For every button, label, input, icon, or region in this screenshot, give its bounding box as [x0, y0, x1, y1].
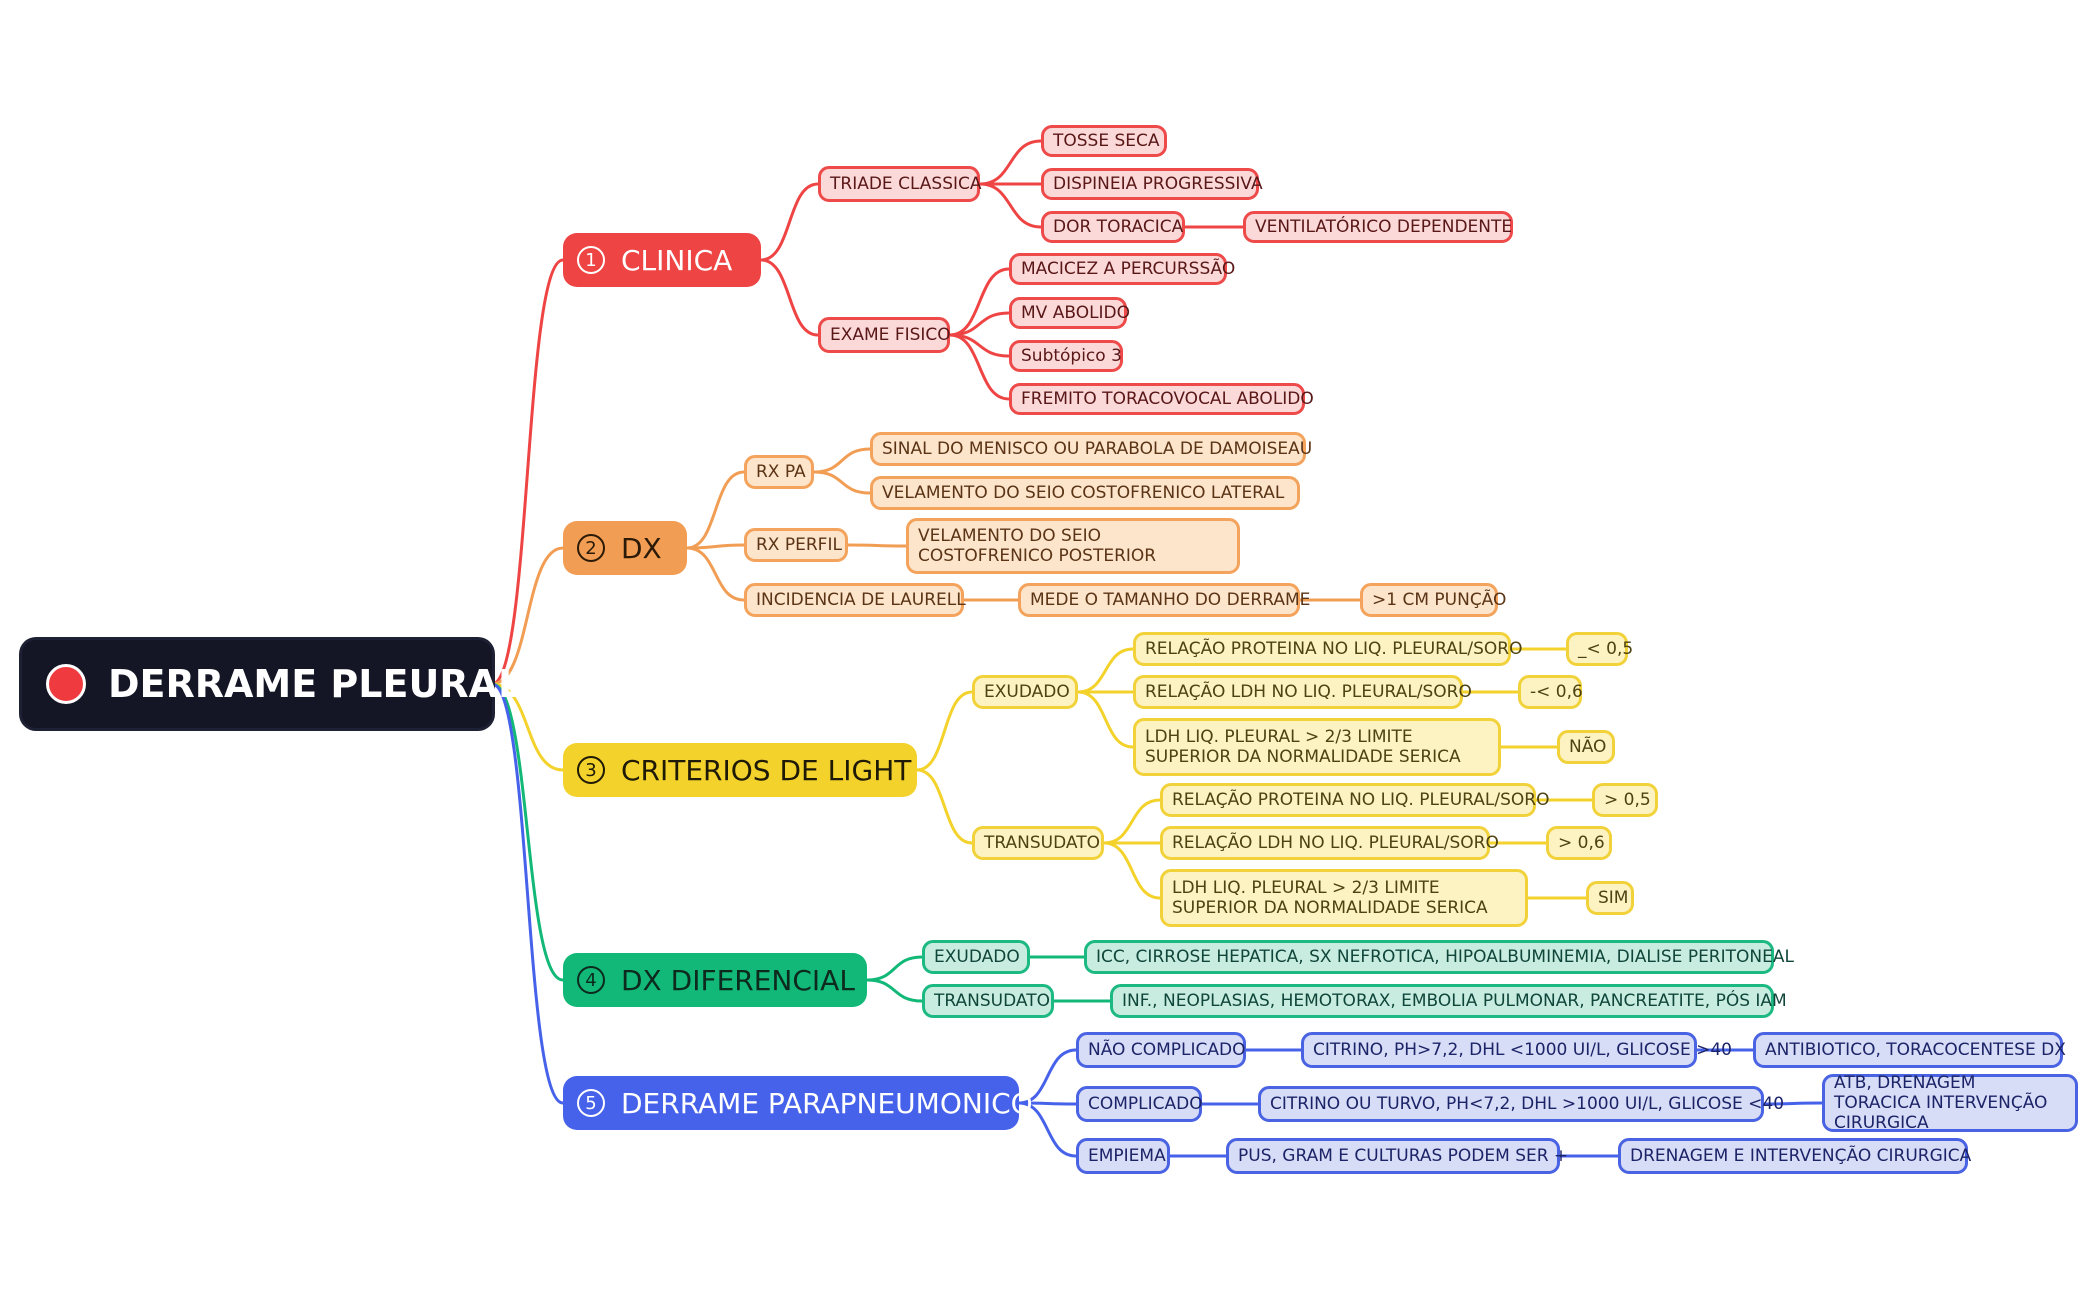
branch-dx-diferencial[interactable]: 4 DX DIFERENCIAL [563, 953, 867, 1007]
node-nao-complicado[interactable]: NÃO COMPLICADO [1076, 1032, 1246, 1068]
branch-label: CLINICA [621, 243, 733, 277]
branch-label: CRITERIOS DE LIGHT [621, 753, 912, 787]
connector-branch-derrame-parapneumonico-node-empiema [1017, 1101, 1078, 1158]
connector-node-complicado-desc-node-complicado-tx [1762, 1101, 1824, 1106]
branch-label: DERRAME PARAPNEUMONICO [621, 1086, 1033, 1120]
connector-node-rx-pa-node-sinal-menisco [812, 447, 872, 474]
node-tr-proteina-valor[interactable]: > 0,5 [1592, 783, 1658, 817]
node-velamento-lateral[interactable]: VELAMENTO DO SEIO COSTOFRENICO LATERAL [870, 476, 1300, 510]
connector-branch-dx-node-incidencia-laurell [685, 546, 746, 602]
node-puncao[interactable]: >1 CM PUNÇÃO [1360, 583, 1506, 617]
node-light-exudado[interactable]: EXUDADO [972, 675, 1078, 709]
root-node[interactable]: DERRAME PLEURAL [22, 640, 522, 728]
node-mv-abolido[interactable]: MV ABOLIDO [1009, 297, 1130, 329]
connector-node-triade-classica-node-dor-toracica [978, 182, 1043, 229]
number-badge: 3 [577, 756, 605, 784]
branch-criterios-light[interactable]: 3 CRITERIOS DE LIGHT [563, 743, 917, 797]
connector-node-light-exudado-node-ex-ldh-limite [1076, 690, 1135, 749]
node-empiema-desc[interactable]: PUS, GRAM E CULTURAS PODEM SER + [1226, 1138, 1568, 1174]
node-tosse-seca[interactable]: TOSSE SECA [1041, 125, 1167, 157]
node-nao-complicado-desc[interactable]: CITRINO, PH>7,2, DHL <1000 UI/L, GLICOSE… [1301, 1032, 1732, 1068]
branch-clinica[interactable]: 1 CLINICA [563, 233, 761, 287]
connector-node-light-transudato-node-tr-proteina [1102, 798, 1162, 845]
root-label: DERRAME PLEURAL [108, 662, 523, 706]
node-subtopico-3[interactable]: Subtópico 3 [1009, 340, 1123, 372]
node-mede-tamanho[interactable]: MEDE O TAMANHO DO DERRAME [1018, 583, 1310, 617]
record-dot-icon [46, 664, 86, 704]
node-tr-ldh-valor[interactable]: > 0,6 [1546, 826, 1612, 860]
node-tr-ldh-limite[interactable]: LDH LIQ. PLEURAL > 2/3 LIMITE SUPERIOR D… [1160, 869, 1528, 927]
connector-branch-dx-diferencial-node-dd-exudado [865, 955, 924, 982]
node-incidencia-laurell[interactable]: INCIDENCIA DE LAURELL [744, 583, 966, 617]
connector-root-node-branch-dx [490, 546, 565, 686]
branch-label: DX [621, 531, 662, 565]
branch-label: DX DIFERENCIAL [621, 963, 855, 997]
node-ex-ldh-valor[interactable]: -< 0,6 [1518, 675, 1583, 709]
connector-branch-dx-node-rx-pa [685, 470, 746, 550]
connector-root-node-branch-derrame-parapneumonico [490, 682, 565, 1105]
node-complicado-tx[interactable]: ATB, DRENAGEM TORACICA INTERVENÇÃO CIRUR… [1822, 1073, 2078, 1133]
node-dd-transudato-causas[interactable]: INF., NEOPLASIAS, HEMOTORAX, EMBOLIA PUL… [1110, 984, 1787, 1018]
node-triade-classica[interactable]: TRIADE CLASSICA [818, 166, 982, 202]
node-complicado[interactable]: COMPLICADO [1076, 1086, 1203, 1122]
node-rx-pa[interactable]: RX PA [744, 455, 814, 489]
connector-branch-derrame-parapneumonico-node-nao-complicado [1017, 1048, 1078, 1105]
connector-root-node-branch-dx-diferencial [490, 682, 565, 982]
connector-branch-clinica-node-triade-classica [759, 182, 820, 262]
node-empiema[interactable]: EMPIEMA [1076, 1138, 1170, 1174]
node-tr-proteina[interactable]: RELAÇÃO PROTEINA NO LIQ. PLEURAL/SORO [1160, 783, 1549, 817]
number-badge: 2 [577, 534, 605, 562]
node-empiema-tx[interactable]: DRENAGEM E INTERVENÇÃO CIRURGICA [1618, 1138, 1971, 1174]
connector-node-light-transudato-node-tr-ldh-limite [1102, 841, 1162, 900]
node-ex-proteina[interactable]: RELAÇÃO PROTEINA NO LIQ. PLEURAL/SORO [1133, 632, 1522, 666]
node-macicez[interactable]: MACICEZ A PERCURSSÃO [1009, 253, 1235, 285]
branch-dx[interactable]: 2 DX [563, 521, 687, 575]
node-sinal-menisco[interactable]: SINAL DO MENISCO OU PARABOLA DE DAMOISEA… [870, 432, 1312, 466]
node-dor-toracica[interactable]: DOR TORACICA [1041, 211, 1185, 243]
number-badge: 1 [577, 246, 605, 274]
connector-node-triade-classica-node-tosse-seca [978, 139, 1043, 186]
node-dd-exudado[interactable]: EXUDADO [922, 940, 1030, 974]
node-velamento-posterior[interactable]: VELAMENTO DO SEIO COSTOFRENICO POSTERIOR [906, 518, 1240, 574]
node-ex-ldh-limite[interactable]: LDH LIQ. PLEURAL > 2/3 LIMITE SUPERIOR D… [1133, 718, 1501, 776]
connector-branch-criterios-light-node-light-exudado [915, 690, 974, 772]
node-ex-proteina-valor[interactable]: _< 0,5 [1566, 632, 1633, 666]
number-badge: 4 [577, 966, 605, 994]
node-light-transudato[interactable]: TRANSUDATO [972, 826, 1104, 860]
connector-node-exame-fisico-node-macicez [948, 267, 1011, 337]
number-badge: 5 [577, 1089, 605, 1117]
connector-root-node-branch-criterios-light [490, 682, 565, 772]
connector-node-rx-pa-node-velamento-lateral [812, 470, 872, 495]
branch-derrame-parapneumonico[interactable]: 5 DERRAME PARAPNEUMONICO [563, 1076, 1033, 1130]
node-tr-ldh-limite-valor[interactable]: SIM [1586, 881, 1634, 915]
node-tr-ldh[interactable]: RELAÇÃO LDH NO LIQ. PLEURAL/SORO [1160, 826, 1499, 860]
node-dispineia-progressiva[interactable]: DISPINEIA PROGRESSIVA [1041, 168, 1263, 200]
connector-node-rx-perfil-node-velamento-posterior [846, 543, 908, 548]
node-ex-ldh-limite-valor[interactable]: NÃO [1557, 730, 1615, 764]
connector-node-light-exudado-node-ex-proteina [1076, 647, 1135, 694]
node-ex-ldh[interactable]: RELAÇÃO LDH NO LIQ. PLEURAL/SORO [1133, 675, 1472, 709]
node-dd-transudato[interactable]: TRANSUDATO [922, 984, 1054, 1018]
connector-branch-dx-diferencial-node-dd-transudato [865, 978, 924, 1003]
connector-branch-clinica-node-exame-fisico [759, 258, 820, 337]
node-exame-fisico[interactable]: EXAME FISICO [818, 317, 951, 353]
node-complicado-desc[interactable]: CITRINO OU TURVO, PH<7,2, DHL >1000 UI/L… [1258, 1086, 1784, 1122]
node-dd-exudado-causas[interactable]: ICC, CIRROSE HEPATICA, SX NEFROTICA, HIP… [1084, 940, 1794, 974]
node-rx-perfil[interactable]: RX PERFIL [744, 528, 848, 562]
connector-branch-criterios-light-node-light-transudato [915, 768, 974, 845]
node-ventilatorico-dependente[interactable]: VENTILATÓRICO DEPENDENTE [1243, 211, 1513, 243]
node-nao-complicado-tx[interactable]: ANTIBIOTICO, TORACOCENTESE DX [1753, 1032, 2066, 1068]
node-fremito[interactable]: FREMITO TORACOVOCAL ABOLIDO [1009, 383, 1314, 415]
connector-root-node-branch-clinica [490, 258, 565, 686]
connector-node-exame-fisico-node-fremito [948, 333, 1011, 401]
